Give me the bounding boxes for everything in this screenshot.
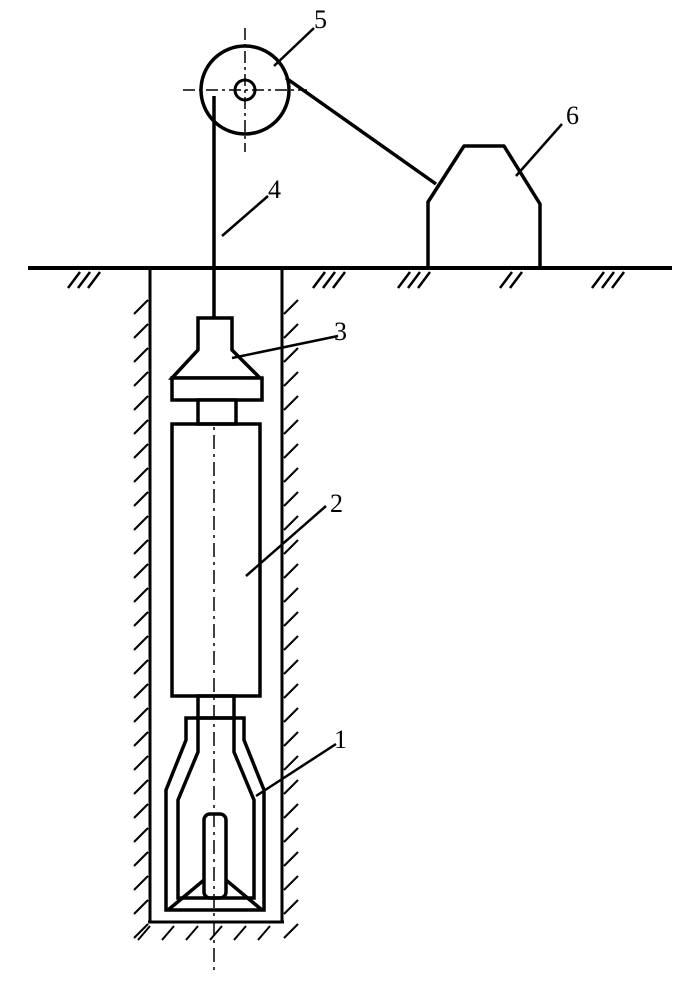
borehole-hatching-right [283,299,299,939]
ground-hatching [67,271,625,289]
label-4: 4 [268,175,281,204]
cable [212,76,438,318]
tool-body [170,422,262,698]
leader-lines [221,27,563,798]
cable-head [167,316,265,426]
borehole-hatching-left [133,299,149,939]
label-6: 6 [566,101,579,130]
label-3: 3 [334,317,347,346]
winch [426,144,542,268]
label-2: 2 [330,489,343,518]
borehole-hatching-bottom [137,925,271,941]
pulley [183,28,307,152]
borehole [148,268,284,924]
label-1: 1 [334,725,347,754]
label-5: 5 [314,5,327,34]
bottom-tool [164,694,266,912]
